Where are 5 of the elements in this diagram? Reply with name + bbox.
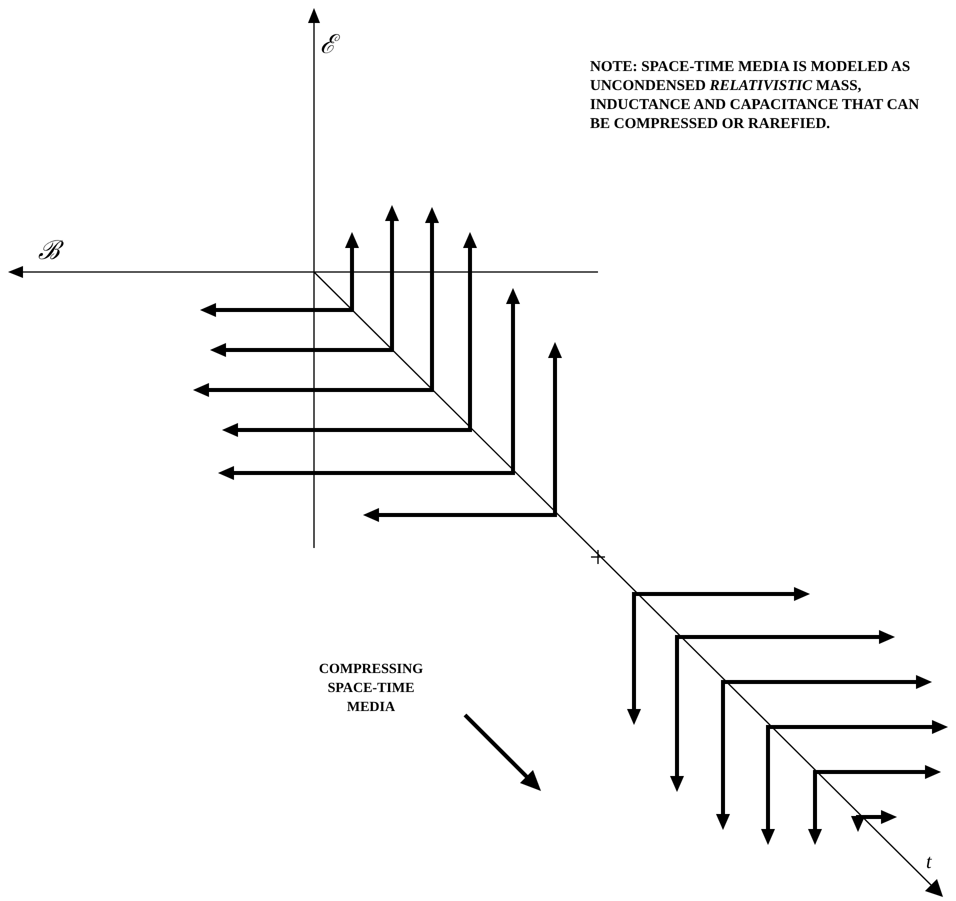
axis-label: ℰ [320,30,350,60]
caption-text: COMPRESSING SPACE-TIME MEDIA [318,661,424,717]
note-text: NOTE: SPACE-TIME MEDIA IS MODELED AS UNCONDENSED RELATIVISTIC MASS, INDUCTANCE AND CAPACITANCE THAT CAN BE COMPRESSED OR RAREFIED. [590,58,920,134]
axis-label: t [926,850,933,874]
axis-label: ℬ [38,236,68,266]
